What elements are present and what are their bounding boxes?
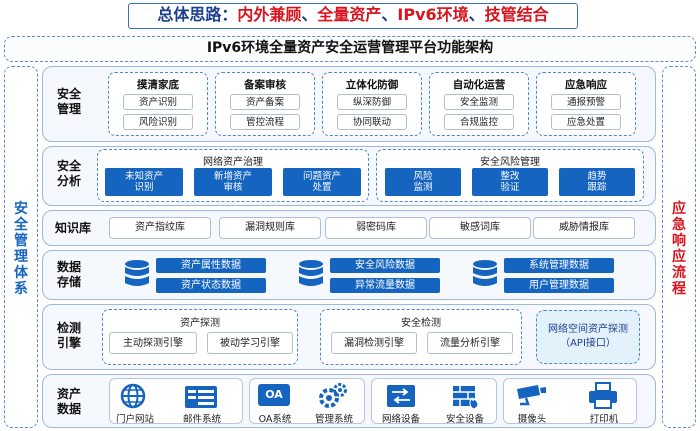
row-label: 资产 数据 bbox=[57, 387, 82, 416]
banner-prefix: 总体思路： bbox=[157, 5, 238, 24]
item-pill: 协同联动 bbox=[337, 114, 407, 130]
row-label: 数据 存储 bbox=[57, 260, 82, 289]
camera-icon bbox=[517, 385, 546, 406]
group-asset-discovery: 摸清家底 资产识别 风险识别 bbox=[108, 72, 208, 136]
printer-icon bbox=[589, 382, 617, 409]
oa-icon: OA bbox=[258, 384, 290, 406]
asset-card-systems: OA OA系统 管理系统 bbox=[249, 378, 365, 425]
database-icon bbox=[125, 260, 149, 286]
asset-label: 网络设备 bbox=[381, 414, 420, 425]
group-automated-ops: 自动化运营 安全监测 合规监控 bbox=[429, 72, 529, 136]
group-3d-defense: 立体化防御 纵深防御 协同联动 bbox=[322, 72, 422, 136]
group-security-detection: 安全检测 漏洞检测引擎 流量分析引擎 bbox=[320, 309, 522, 365]
group-title: 备案审核 bbox=[244, 79, 286, 91]
overall-idea-banner: 总体思路：内外兼顾、全量资产、IPv6环境、技管结合 bbox=[128, 3, 578, 29]
engine-item: 流量分析引擎 bbox=[427, 332, 513, 354]
group-title: 立体化防御 bbox=[345, 79, 399, 91]
analysis-item: 趋势 跟踪 bbox=[559, 168, 635, 196]
mail-icon bbox=[185, 386, 217, 408]
item-pill: 应急处置 bbox=[551, 114, 621, 130]
group-risk-management: 安全风险管理 风险 监测 整改 验证 趋势 跟踪 bbox=[376, 149, 644, 202]
group-title: 自动化运营 bbox=[452, 79, 506, 91]
globe-icon bbox=[120, 383, 146, 409]
kb-item: 资产指纹库 bbox=[109, 217, 211, 239]
kb-item: 漏洞规则库 bbox=[219, 217, 321, 239]
banner-part: IPv6环境 bbox=[397, 5, 469, 24]
cyberspace-api-box: 网络空间资产探测 （API接口） bbox=[536, 310, 640, 364]
asset-label: OA系统 bbox=[258, 414, 292, 425]
analysis-item: 整改 验证 bbox=[472, 168, 548, 196]
kb-item: 敏感词库 bbox=[429, 217, 531, 239]
row-label: 知识库 bbox=[55, 221, 92, 235]
asset-card-devices: 网络设备 安全设备 bbox=[371, 378, 497, 425]
analysis-item: 风险 监测 bbox=[385, 168, 461, 196]
network-device-icon bbox=[387, 385, 415, 407]
banner-part: 内外兼顾 bbox=[237, 5, 302, 24]
asset-label: 邮件系统 bbox=[182, 414, 221, 425]
kb-item: 威胁情报库 bbox=[533, 217, 635, 239]
left-side-panel: 安全管理体系 bbox=[4, 66, 38, 428]
item-pill: 管控流程 bbox=[230, 114, 300, 130]
item-pill: 资产备案 bbox=[230, 94, 300, 110]
kb-item: 弱密码库 bbox=[325, 217, 427, 239]
data-item: 用户管理数据 bbox=[504, 278, 614, 293]
item-pill: 通报预警 bbox=[551, 94, 621, 110]
banner-sep: 、 bbox=[301, 5, 318, 24]
item-pill: 纵深防御 bbox=[337, 94, 407, 110]
item-pill: 风险识别 bbox=[123, 114, 193, 130]
asset-label: 门户网站 bbox=[115, 414, 154, 425]
banner-sep: 、 bbox=[381, 5, 398, 24]
architecture-title: IPv6环境全量资产安全运营管理平台功能架构 bbox=[4, 36, 696, 62]
data-item: 系统管理数据 bbox=[504, 258, 614, 273]
engine-item: 被动学习引擎 bbox=[207, 332, 293, 354]
group-emergency-response: 应急响应 通报预警 应急处置 bbox=[536, 72, 636, 136]
asset-label: 安全设备 bbox=[445, 414, 484, 425]
analysis-item: 问题资产 处置 bbox=[283, 168, 361, 196]
firewall-icon bbox=[453, 386, 479, 410]
right-side-panel: 应急响应流程 bbox=[662, 66, 696, 428]
item-pill: 合规监控 bbox=[444, 114, 514, 130]
banner-part: 技管结合 bbox=[484, 5, 549, 24]
engine-item: 漏洞检测引擎 bbox=[331, 332, 417, 354]
banner-sep: 、 bbox=[468, 5, 485, 24]
right-side-label: 应急响应流程 bbox=[672, 201, 686, 297]
banner-part: 全量资产 bbox=[317, 5, 382, 24]
group-asset-governance: 网络资产治理 未知资产 识别 新增资产 审核 问题资产 处置 bbox=[97, 149, 369, 202]
gears-icon bbox=[319, 383, 347, 408]
data-item: 异常流量数据 bbox=[330, 278, 440, 293]
group-asset-detection: 资产探测 主动探测引擎 被动学习引擎 bbox=[102, 309, 298, 365]
group-title: 摸清家底 bbox=[137, 79, 179, 91]
asset-label: 管理系统 bbox=[314, 414, 353, 425]
left-side-label: 安全管理体系 bbox=[14, 201, 28, 297]
row-label: 检测 引擎 bbox=[57, 321, 82, 350]
data-item: 资产属性数据 bbox=[156, 258, 266, 273]
engine-item: 主动探测引擎 bbox=[109, 332, 197, 354]
database-icon bbox=[473, 260, 497, 286]
group-filing-review: 备案审核 资产备案 管控流程 bbox=[215, 72, 315, 136]
group-title: 安全风险管理 bbox=[480, 157, 540, 168]
group-title: 资产探测 bbox=[180, 318, 220, 329]
analysis-item: 未知资产 识别 bbox=[105, 168, 183, 196]
data-item: 资产状态数据 bbox=[156, 278, 266, 293]
database-icon bbox=[299, 260, 323, 286]
analysis-item: 新增资产 审核 bbox=[194, 168, 272, 196]
asset-card-web: 门户网站 邮件系统 bbox=[109, 378, 243, 425]
data-item: 安全风险数据 bbox=[330, 258, 440, 273]
asset-label: 摄像头 bbox=[517, 414, 547, 425]
item-pill: 安全监测 bbox=[444, 94, 514, 110]
group-title: 安全检测 bbox=[401, 318, 441, 329]
asset-card-peripherals: 摄像头 打印机 bbox=[503, 378, 637, 425]
group-title: 应急响应 bbox=[565, 79, 607, 91]
row-label: 安全 分析 bbox=[57, 159, 82, 188]
asset-label: 打印机 bbox=[589, 414, 619, 425]
group-title: 网络资产治理 bbox=[203, 157, 263, 168]
row-label: 安全 管理 bbox=[57, 87, 82, 116]
item-pill: 资产识别 bbox=[123, 94, 193, 110]
